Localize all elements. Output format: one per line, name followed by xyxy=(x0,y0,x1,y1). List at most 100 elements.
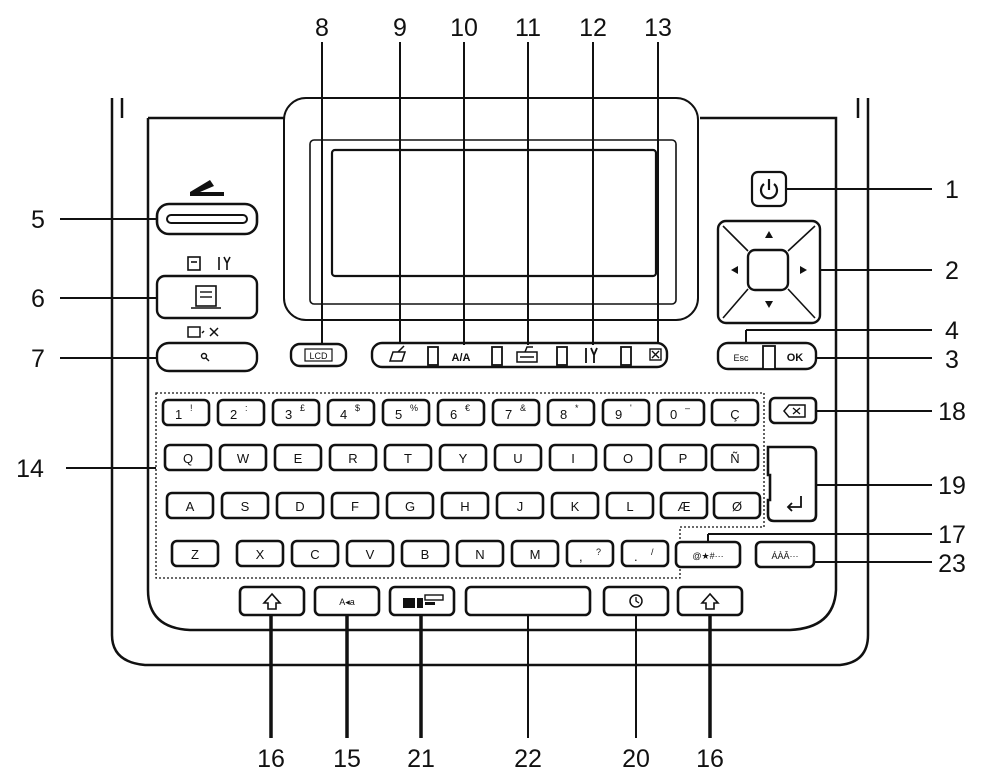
callout-7: 7 xyxy=(31,345,45,373)
key-2[interactable]: 2: xyxy=(216,398,266,427)
key-d[interactable]: D xyxy=(275,491,325,520)
key-q[interactable]: Q xyxy=(163,443,213,472)
key-x[interactable]: X xyxy=(235,539,285,568)
callout-10: 10 xyxy=(450,14,478,42)
key-i[interactable]: I xyxy=(548,443,598,472)
down-arrow-icon xyxy=(765,301,773,308)
character-key-zone xyxy=(155,392,765,579)
key-n-tilde[interactable]: Ñ xyxy=(710,443,760,472)
key-m[interactable]: M xyxy=(510,539,560,568)
row2-keys: Q W E R T Y U I O P Ñ xyxy=(163,443,760,472)
key-5[interactable]: 5% xyxy=(381,398,431,427)
symbol-button[interactable]: @★#··· xyxy=(674,540,742,569)
key-9[interactable]: 9' xyxy=(601,398,651,427)
key-k[interactable]: K xyxy=(550,491,600,520)
key-comma[interactable]: ,? xyxy=(565,539,615,568)
space-button[interactable] xyxy=(464,585,592,617)
clear-button[interactable] xyxy=(649,348,662,361)
svg-text:0: 0 xyxy=(670,407,677,422)
key-a[interactable]: A xyxy=(165,491,215,520)
callout-6: 6 xyxy=(31,285,45,313)
enter-button[interactable] xyxy=(766,445,818,523)
key-6[interactable]: 6€ xyxy=(436,398,486,427)
key-ae[interactable]: Æ xyxy=(659,491,709,520)
callout-22: 22 xyxy=(514,745,542,773)
key-c-cedilla[interactable]: Ç xyxy=(710,398,760,427)
print-button[interactable] xyxy=(155,274,259,320)
svg-text:Ø: Ø xyxy=(732,499,742,514)
svg-text:&: & xyxy=(520,403,526,413)
key-o-slash[interactable]: Ø xyxy=(712,491,762,520)
key-c[interactable]: C xyxy=(290,539,340,568)
svg-text:V: V xyxy=(366,547,375,562)
svg-text:?: ? xyxy=(596,547,601,557)
key-t[interactable]: T xyxy=(383,443,433,472)
file-button[interactable] xyxy=(388,345,407,362)
label-button[interactable] xyxy=(388,585,456,617)
key-1[interactable]: 1! xyxy=(161,398,211,427)
key-z[interactable]: Z xyxy=(170,539,220,568)
shift-left-button[interactable] xyxy=(238,585,306,617)
shift-right-button[interactable] xyxy=(676,585,744,617)
settings-button[interactable] xyxy=(585,347,598,363)
key-4[interactable]: 4$ xyxy=(326,398,376,427)
key-s[interactable]: S xyxy=(220,491,270,520)
callout-19: 19 xyxy=(938,472,966,500)
key-y[interactable]: Y xyxy=(438,443,488,472)
key-u[interactable]: U xyxy=(493,443,543,472)
shift-icon xyxy=(700,592,720,610)
svg-text:.: . xyxy=(634,549,638,564)
row1-keys: 1! 2: 3£ 4$ 5% 6€ 7& 8* 9' 0– Ç xyxy=(161,398,760,427)
font-button[interactable]: A/A xyxy=(452,352,471,364)
key-o[interactable]: O xyxy=(603,443,653,472)
preview-feed-icons xyxy=(187,326,219,338)
callout-23: 23 xyxy=(938,550,966,578)
backspace-icon xyxy=(783,404,806,418)
key-l[interactable]: L xyxy=(605,491,655,520)
key-g[interactable]: G xyxy=(385,491,435,520)
esc-ok-button[interactable]: Esc OK xyxy=(716,341,818,371)
lcd-button[interactable]: LCD xyxy=(289,342,348,368)
template-button[interactable] xyxy=(602,585,670,617)
key-j[interactable]: J xyxy=(495,491,545,520)
label-layout-button[interactable] xyxy=(516,346,538,363)
svg-text:Z: Z xyxy=(191,547,199,562)
svg-text:A: A xyxy=(186,499,195,514)
key-f[interactable]: F xyxy=(330,491,380,520)
power-button[interactable] xyxy=(750,170,788,208)
cursor-keys[interactable] xyxy=(716,219,822,325)
svg-text:': ' xyxy=(630,403,632,413)
svg-text:A◂a: A◂a xyxy=(339,597,355,607)
key-e[interactable]: E xyxy=(273,443,323,472)
accent-button[interactable]: ÁÀÂ··· xyxy=(754,540,816,569)
backspace-button[interactable] xyxy=(768,396,818,425)
key-0[interactable]: 0– xyxy=(656,398,706,427)
print-feed-button[interactable] xyxy=(155,202,259,236)
caps-button[interactable]: A◂a xyxy=(313,585,381,617)
row4-keys: Z X C V B N M ,? ./ xyxy=(170,539,670,568)
svg-text:O: O xyxy=(623,451,633,466)
svg-text:T: T xyxy=(404,451,412,466)
preview-feed-button[interactable] xyxy=(155,341,259,373)
key-r[interactable]: R xyxy=(328,443,378,472)
callout-12: 12 xyxy=(579,14,607,42)
key-h[interactable]: H xyxy=(440,491,490,520)
svg-text:M: M xyxy=(530,547,541,562)
enter-arrow-icon xyxy=(786,496,802,512)
svg-text:%: % xyxy=(410,403,418,413)
key-b[interactable]: B xyxy=(400,539,450,568)
key-8[interactable]: 8* xyxy=(546,398,596,427)
key-n[interactable]: N xyxy=(455,539,505,568)
key-period[interactable]: ./ xyxy=(620,539,670,568)
key-3[interactable]: 3£ xyxy=(271,398,321,427)
key-v[interactable]: V xyxy=(345,539,395,568)
callout-16-right: 16 xyxy=(696,745,724,773)
svg-text:9: 9 xyxy=(615,407,622,422)
svg-text:L: L xyxy=(626,499,633,514)
svg-text:H: H xyxy=(460,499,469,514)
svg-text:R: R xyxy=(348,451,357,466)
key-w[interactable]: W xyxy=(218,443,268,472)
key-7[interactable]: 7& xyxy=(491,398,541,427)
key-p[interactable]: P xyxy=(658,443,708,472)
